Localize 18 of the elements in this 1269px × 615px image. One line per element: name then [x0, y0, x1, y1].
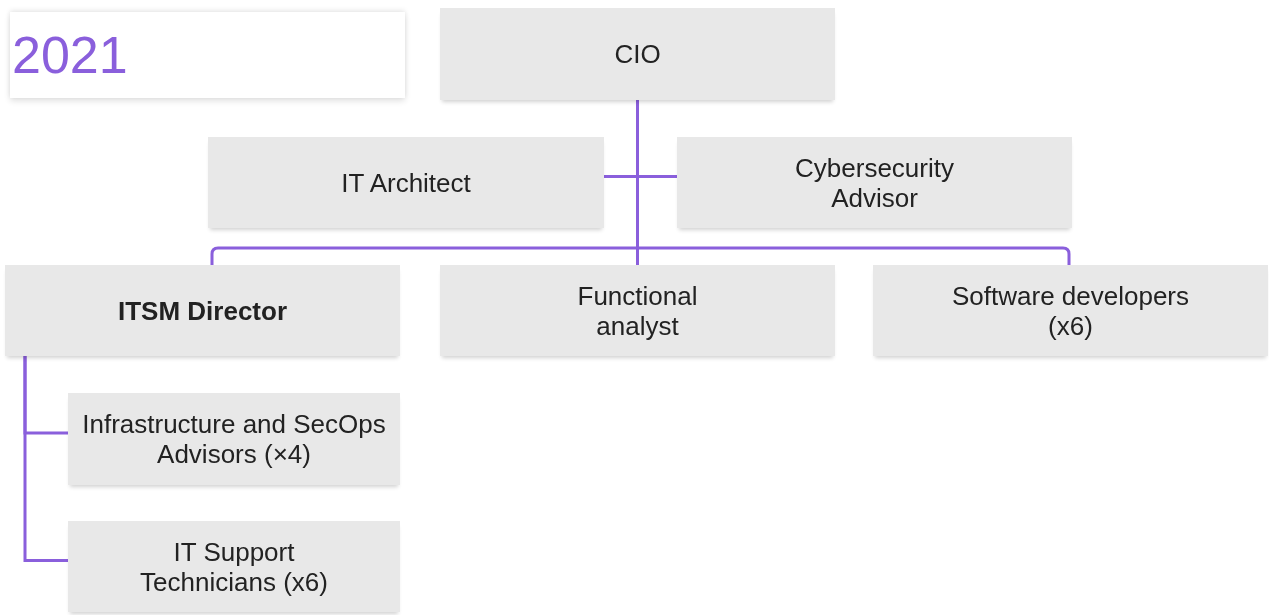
role-box: [5, 265, 400, 356]
role-title: Infrastructure and SecOps Advisors (×4): [81, 409, 387, 469]
year-title: 2021: [12, 29, 128, 81]
role-title: IT Support Technicians (x6): [139, 536, 329, 597]
role-box: [440, 265, 835, 356]
role-title: Cybersecurity Advisor: [794, 152, 955, 213]
role-box: [68, 393, 400, 485]
role-box: [68, 521, 400, 612]
connector-line: [23, 356, 68, 562]
role-title: CIO: [614, 39, 661, 69]
role-title: Software developers (x6): [951, 280, 1190, 341]
role-title: Functional analyst: [576, 280, 699, 341]
role-box: [440, 8, 835, 100]
role-box: [873, 265, 1268, 356]
role-title: ITSM Director: [118, 295, 287, 326]
role-box: [208, 137, 604, 228]
role-box: [677, 137, 1072, 228]
role-title: IT Architect: [341, 167, 471, 198]
